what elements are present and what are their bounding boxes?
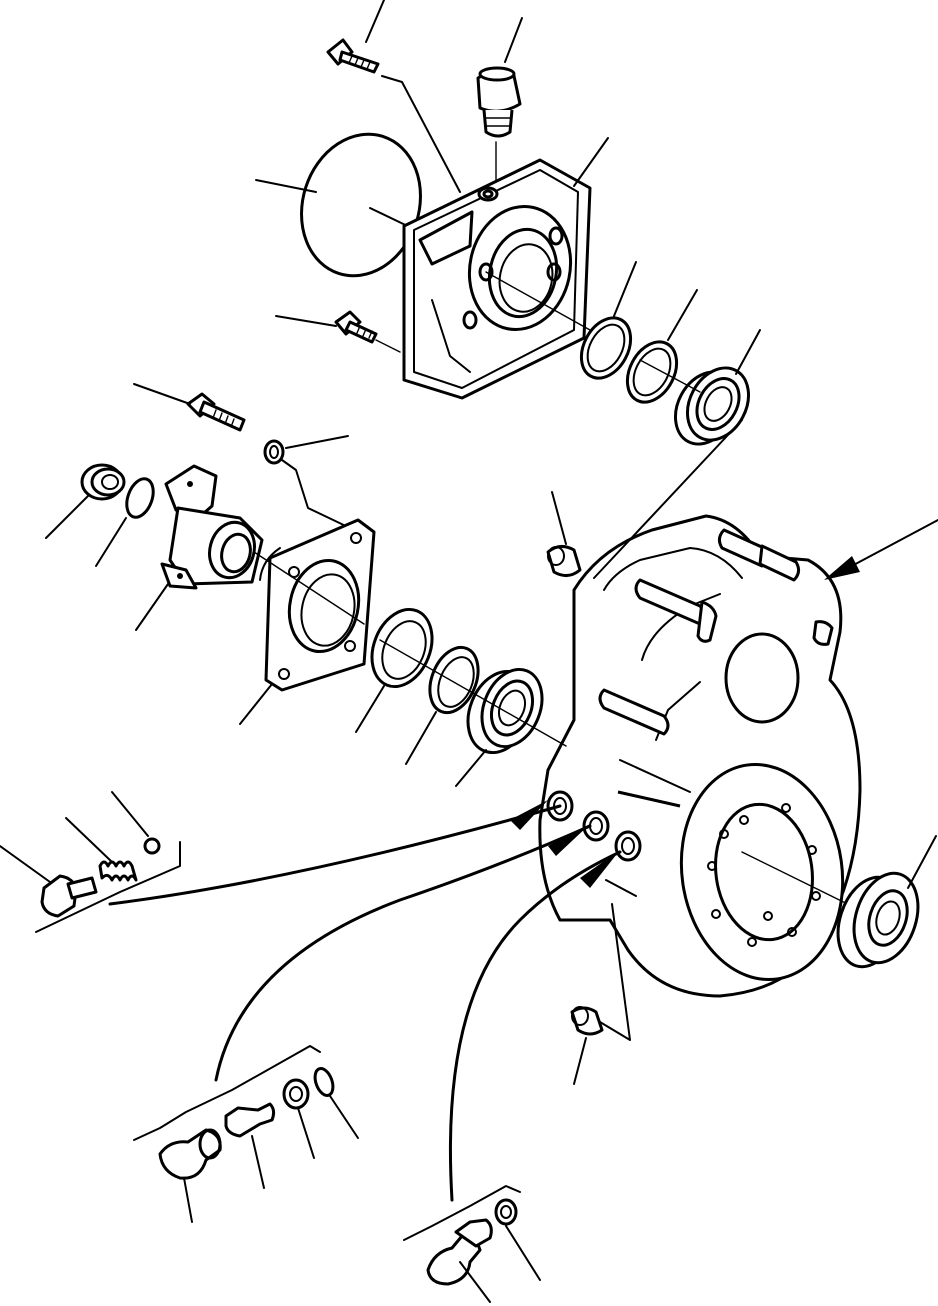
top-cover-assembly [255, 0, 761, 579]
plug-upper [546, 491, 582, 577]
shim-1 [579, 261, 637, 380]
cover-housing [402, 137, 609, 400]
oil-seal [355, 607, 434, 733]
snap-ring [95, 477, 155, 567]
cover-bolt-small [275, 310, 401, 353]
yoke-flange [135, 464, 264, 631]
flange-assembly [45, 383, 567, 787]
detail-plug-spring-ball [0, 791, 562, 933]
cover-bolt-top [326, 0, 461, 193]
housing-studs [598, 528, 834, 808]
flange-washer [263, 435, 351, 529]
bearing-cage-flange [239, 518, 376, 725]
spacer-ring [405, 645, 480, 765]
detail-elbow-fitting-2 [403, 1185, 541, 1303]
detail-elbow-fitting-1 [133, 1045, 359, 1223]
plug-lower [570, 903, 631, 1085]
breather-plug [476, 17, 523, 201]
lock-nut [45, 463, 126, 539]
bearing-top [593, 329, 761, 579]
housing-callout-arrow [824, 519, 938, 580]
shim-2 [625, 289, 698, 404]
bearing-right [836, 835, 937, 969]
detail-arrows [214, 824, 622, 1202]
flange-bolt [133, 383, 246, 432]
bearing-flange [379, 639, 567, 787]
